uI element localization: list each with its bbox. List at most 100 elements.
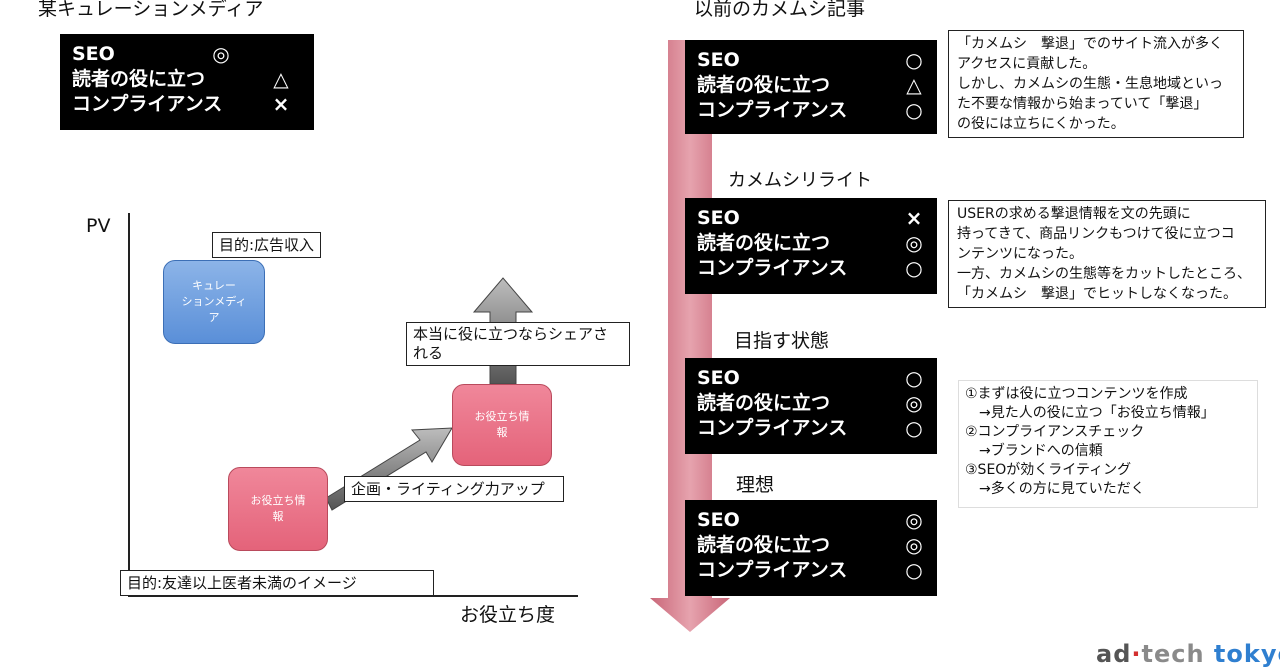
note-line: →多くの方に見ていただく [965,481,1145,497]
note-line: た不要な情報から始まっていて「撃退」 [957,96,1208,112]
score-row-seo: SEO × [697,206,925,231]
curation-media-title: 某キュレーションメディア [38,0,264,20]
note-line: 「カメムシ 撃退」でヒットしなくなった。 [957,286,1237,302]
helpful-box-line: 報 [496,426,508,439]
score-label: SEO [697,367,740,389]
x-axis-label: お役立ち度 [460,604,556,626]
note-line: の役には立ちにくかった。 [957,116,1125,132]
curation-box-line: ションメディ [181,295,247,308]
logo-ad: ad [1096,640,1132,668]
rewrite-note: USERの求める撃退情報を文の先頭に 持ってきて、商品リンクもつけて役に立つコ … [948,200,1266,308]
helpful-info-box-high: お役立ち情 報 [452,384,552,466]
note-line: しかし、カメムシの生態・生息地域といっ [957,76,1223,92]
adtech-tokyo-logo: ad·tech tokyo [1096,640,1280,668]
score-mark: ◎ [905,391,923,415]
score-label: SEO [697,49,740,71]
curation-media-box: キュレー ションメディ ア [163,260,265,344]
share-note-line: 本当に役に立つならシェアさ [413,325,609,343]
goal-ad-label: 目的:広告収入 [212,232,322,258]
section-heading-target: 目指す状態 [734,330,830,352]
y-axis-line [128,213,130,597]
kamemushi-before-note: 「カメムシ 撃退」でのサイト流入が多く アクセスに貢献した。 しかし、カメムシの… [948,30,1244,138]
score-row-seo: SEO ◎ [72,42,302,67]
note-line: ③SEOが効くライティング [965,462,1132,478]
note-line: →見た人の役に立つ「お役立ち情報」 [965,405,1215,421]
score-mark: ○ [905,558,923,582]
score-label: SEO [697,509,740,531]
score-mark: ○ [905,256,923,280]
logo-dot: · [1131,640,1142,668]
score-label: SEO [697,207,740,229]
section-heading-ideal: 理想 [736,474,775,496]
score-row-helpful: 読者の役に立つ ◎ [697,533,925,558]
helpful-info-box-low: お役立ち情 報 [228,467,328,551]
kamemushi-before-score-box: SEO ○ 読者の役に立つ △ コンプライアンス ○ [685,40,937,134]
score-row-helpful: 読者の役に立つ ◎ [697,231,925,256]
score-row-compliance: コンプライアンス ○ [697,256,925,281]
score-row-compliance: コンプライアンス × [72,92,302,117]
score-label: コンプライアンス [72,93,223,115]
note-line: アクセスに貢献した。 [957,56,1097,72]
share-note-line: れる [413,344,444,362]
score-row-helpful: 読者の役に立つ ◎ [697,391,925,416]
target-note: ①まずは役に立つコンテンツを作成 →見た人の役に立つ「お役立ち情報」 ②コンプラ… [958,380,1258,508]
score-row-helpful: 読者の役に立つ △ [697,73,925,98]
curation-score-box: SEO ◎ 読者の役に立つ △ コンプライアンス × [60,34,314,130]
note-line: ンテンツになった。 [957,246,1083,262]
score-row-seo: SEO ◎ [697,508,925,533]
score-mark: ○ [905,366,923,390]
note-line: ②コンプライアンスチェック [965,424,1145,440]
share-note: 本当に役に立つならシェアさ れる [406,322,630,366]
score-label: コンプライアンス [697,559,848,581]
note-line: 持ってきて、商品リンクもつけて役に立つコ [957,226,1235,242]
score-label: 読者の役に立つ [697,232,831,254]
score-mark: ◎ [905,508,923,532]
score-mark: × [272,92,290,116]
helpful-box-line: お役立ち情 [250,494,306,507]
score-label: 読者の役に立つ [697,74,831,96]
right-title: 以前のカメムシ記事 [694,0,866,20]
score-mark: ◎ [905,533,923,557]
ideal-score-box: SEO ◎ 読者の役に立つ ◎ コンプライアンス ○ [685,500,937,596]
logo-tokyo: tokyo [1213,640,1280,668]
score-label: コンプライアンス [697,99,848,121]
curation-box-line: ア [208,311,220,324]
note-line: 一方、カメムシの生態等をカットしたところ、 [957,266,1251,282]
curation-box-line: キュレー [192,279,236,292]
score-row-compliance: コンプライアンス ○ [697,558,925,583]
score-label: コンプライアンス [697,417,848,439]
score-row-compliance: コンプライアンス ○ [697,98,925,123]
score-row-seo: SEO ○ [697,48,925,73]
score-mark: ◎ [212,42,230,66]
score-row-helpful: 読者の役に立つ △ [72,67,302,92]
score-mark: ◎ [905,231,923,255]
score-row-seo: SEO ○ [697,366,925,391]
y-axis-label: PV [86,215,111,237]
score-mark: × [905,206,923,230]
score-label: コンプライアンス [697,257,848,279]
score-mark: ○ [905,48,923,72]
rewrite-score-box: SEO × 読者の役に立つ ◎ コンプライアンス ○ [685,198,937,294]
x-axis-line [128,595,578,597]
score-mark: △ [273,67,289,91]
score-label: 読者の役に立つ [697,534,831,556]
arrow-label: 企画・ライティング力アップ [344,476,564,502]
score-label: SEO [72,43,115,65]
score-label: 読者の役に立つ [72,68,206,90]
helpful-box-line: 報 [272,510,284,523]
score-mark: △ [906,73,922,97]
score-mark: ○ [905,416,923,440]
logo-tech: tech [1141,640,1205,668]
goal-friend-label: 目的:友達以上医者未満のイメージ [120,570,434,596]
note-line: →ブランドへの信頼 [965,443,1103,459]
score-mark: ○ [905,98,923,122]
note-line: ①まずは役に立つコンテンツを作成 [965,386,1188,402]
score-label: 読者の役に立つ [697,392,831,414]
timeline-arrow-shape [650,40,730,632]
score-row-compliance: コンプライアンス ○ [697,416,925,441]
note-line: USERの求める撃退情報を文の先頭に [957,206,1191,222]
note-line: 「カメムシ 撃退」でのサイト流入が多く [957,36,1223,52]
target-score-box: SEO ○ 読者の役に立つ ◎ コンプライアンス ○ [685,358,937,454]
section-heading-rewrite: カメムシリライト [728,170,872,191]
